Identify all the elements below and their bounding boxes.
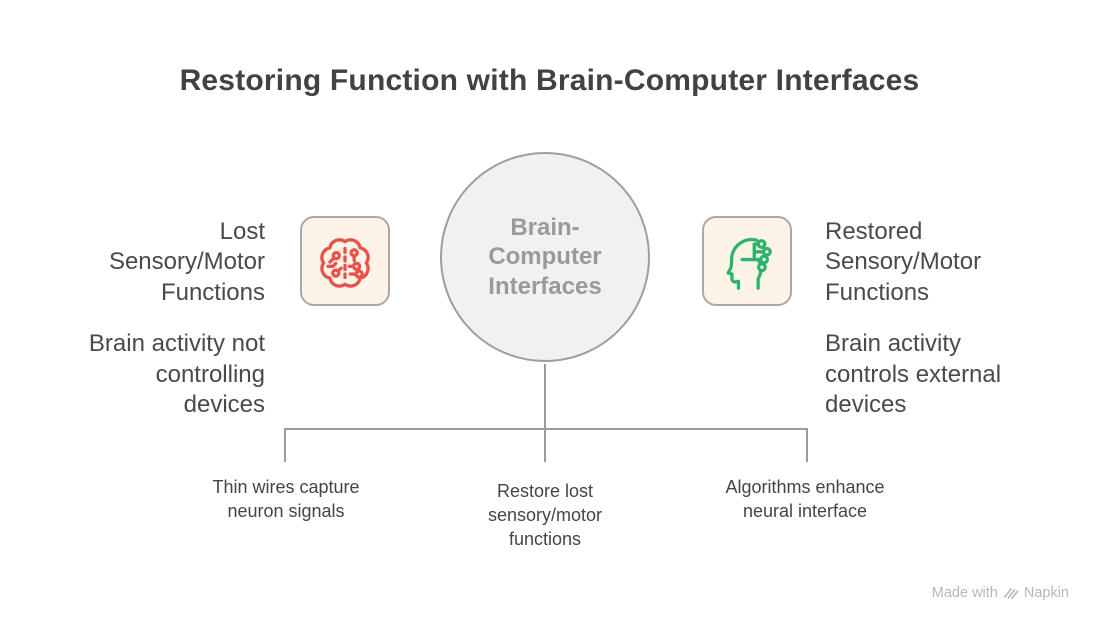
branch-label-algorithms: Algorithms enhance neural interface [725,477,885,521]
central-node: Brain- Computer Interfaces [440,152,650,362]
diagram-title: Restoring Function with Brain-Computer I… [179,64,920,97]
central-node-label: Brain- Computer Interfaces [488,214,602,300]
connector-drop-center [544,428,546,462]
lost-functions-description: Brain activity not controlling devices [88,330,265,419]
restored-functions-icon-box [702,216,792,306]
lost-functions-text-block: Lost Sensory/Motor Functions Brain activ… [50,217,265,421]
napkin-logo-icon [1003,588,1019,600]
head-circuit-icon [726,237,772,290]
connector-bar [284,428,808,430]
napkin-badge-brand: Napkin [1023,585,1069,601]
brain-circuit-icon [320,238,370,288]
connector-stem [544,364,546,428]
napkin-badge[interactable]: Made with Napkin [932,585,1069,601]
restored-functions-text-block: Restored Sensory/Motor Functions Brain a… [825,217,1053,421]
restored-functions-description: Brain activity controls external devices [825,330,1002,419]
lost-functions-icon-box [300,216,390,306]
connector-drop-right [806,428,808,462]
branch-label-restore-functions: Restore lost sensory/motor functions [487,481,603,549]
lost-functions-heading: Lost Sensory/Motor Functions [108,218,265,306]
napkin-badge-made-with: Made with [931,585,998,601]
restored-functions-heading: Restored Sensory/Motor Functions [825,218,982,306]
branch-label-thin-wires: Thin wires capture neuron signals [212,477,360,521]
connector-drop-left [284,428,286,462]
